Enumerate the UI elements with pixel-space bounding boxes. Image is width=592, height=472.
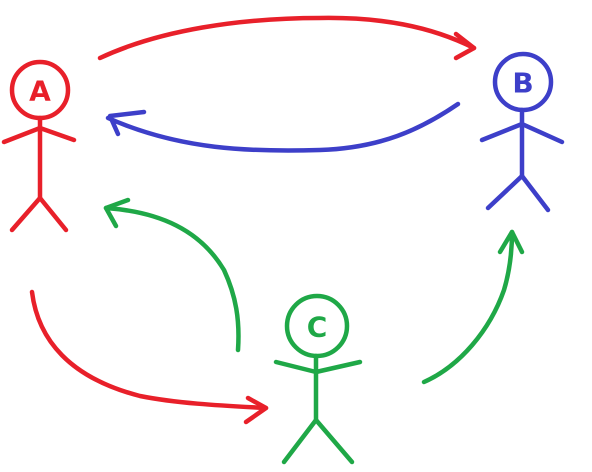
arrow-c-to-a-head <box>103 197 131 229</box>
person-c-arms <box>273 359 363 375</box>
person-a-legs <box>9 195 69 233</box>
arrow-b-to-a <box>105 101 461 153</box>
person-b: B <box>479 51 565 213</box>
arrow-b-to-a-line <box>105 101 461 153</box>
arrow-a-to-b <box>97 15 477 61</box>
arrow-c-to-b <box>421 229 525 385</box>
person-b-arms <box>479 121 565 145</box>
person-b-label: B <box>512 67 533 100</box>
person-a-arms <box>1 125 77 145</box>
person-c-legs <box>281 417 355 465</box>
person-c: C <box>273 293 363 465</box>
person-b-legs <box>485 173 551 213</box>
arrow-a-to-c-line <box>29 289 269 411</box>
arrow-a-to-b-line <box>97 15 477 61</box>
arrow-c-to-b-line <box>421 229 515 385</box>
arrow-a-to-c <box>29 289 269 425</box>
arrow-c-to-a <box>103 197 241 353</box>
arrow-a-to-b-head <box>453 31 477 61</box>
arrow-c-to-a-line <box>103 205 241 353</box>
person-a-label: A <box>29 75 51 108</box>
arrow-a-to-c-head <box>243 395 269 425</box>
person-a: A <box>1 59 77 233</box>
person-c-label: C <box>307 311 328 344</box>
arrow-c-to-b-head <box>497 229 525 255</box>
arrow-b-to-a-head <box>107 109 147 137</box>
